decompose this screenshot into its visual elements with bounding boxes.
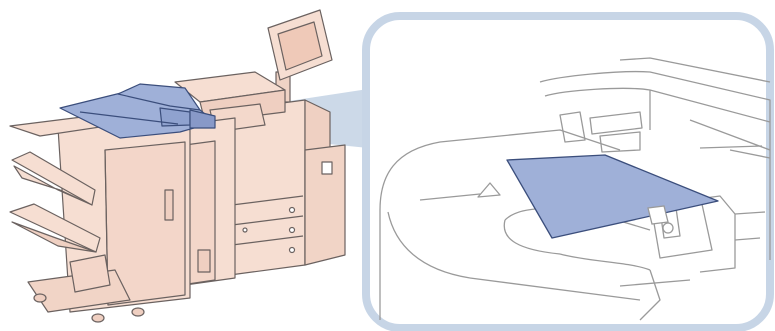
finisher-unit: [10, 116, 190, 322]
feeder-roller-cover: [648, 206, 668, 224]
printer-machine: [10, 10, 345, 322]
